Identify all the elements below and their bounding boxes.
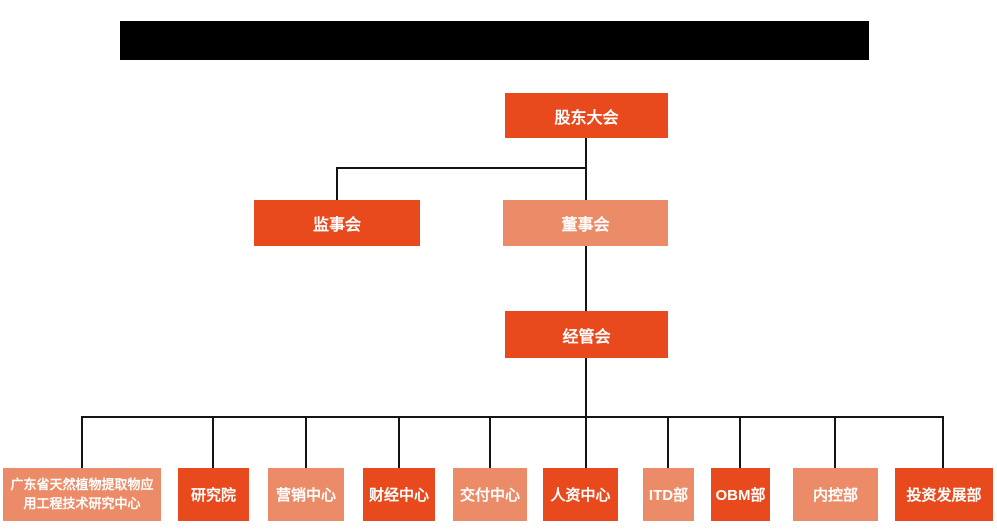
node-dept-research-center: 广东省天然植物提取物应用工程技术研究中心	[3, 468, 161, 521]
connector-supervisory-drop	[336, 167, 338, 200]
connector-drop-dept1	[81, 416, 83, 468]
connector-drop-dept2	[212, 416, 214, 468]
node-dept-itd: ITD部	[643, 468, 694, 521]
connector-drop-dept4	[398, 416, 400, 468]
connector-board-management-stem	[585, 246, 587, 311]
node-label: 经管会	[562, 328, 611, 346]
node-label: 监事会	[312, 217, 361, 234]
node-label: 营销中心	[275, 487, 336, 504]
connector-drop-dept5	[489, 416, 491, 468]
node-dept-internal-control: 内控部	[793, 468, 878, 521]
node-label: 内控部	[812, 487, 858, 504]
node-label: 投资发展部	[906, 487, 982, 504]
node-board-of-directors: 董事会	[503, 200, 668, 246]
node-shareholders-meeting: 股东大会	[505, 93, 668, 138]
node-dept-research-institute: 研究院	[178, 468, 249, 521]
connector-drop-dept7	[667, 416, 669, 468]
node-label: 广东省天然植物提取物应用工程技术研究中心	[10, 477, 154, 511]
connector-drop-dept9	[834, 416, 836, 468]
node-dept-marketing-center: 营销中心	[268, 468, 344, 521]
node-management-committee: 经管会	[505, 311, 668, 358]
connector-branch-horizontal	[336, 167, 587, 169]
connector-shareholders-stem	[585, 138, 587, 200]
node-label: 研究院	[190, 487, 236, 504]
node-label: OBM部	[715, 487, 766, 504]
node-dept-obm: OBM部	[711, 468, 770, 521]
title-redacted-bar	[120, 21, 869, 60]
node-supervisory-board: 监事会	[254, 200, 420, 246]
connector-management-stem	[585, 358, 587, 468]
node-label: 人资中心	[550, 487, 611, 504]
connector-bottom-horizontal	[82, 416, 944, 418]
node-dept-investment-development: 投资发展部	[895, 468, 993, 521]
node-dept-finance-center: 财经中心	[363, 468, 435, 521]
node-dept-delivery-center: 交付中心	[453, 468, 527, 521]
connector-drop-dept3	[305, 416, 307, 468]
node-dept-hr-center: 人资中心	[543, 468, 618, 521]
connector-drop-dept8	[739, 416, 741, 468]
node-label: 股东大会	[554, 109, 619, 127]
node-label: 交付中心	[459, 487, 520, 504]
connector-drop-dept10	[942, 416, 944, 468]
node-label: ITD部	[648, 487, 689, 504]
node-label: 财经中心	[368, 487, 429, 504]
node-label: 董事会	[561, 217, 610, 234]
